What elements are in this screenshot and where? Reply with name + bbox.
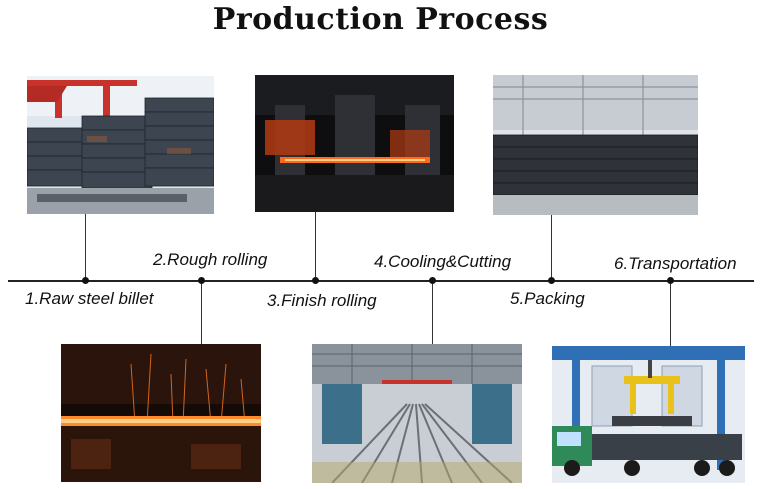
- photo-raw-steel-billet: [27, 76, 214, 214]
- timeline-dot-2: [198, 277, 205, 284]
- step-label-6: 6.Transportation: [614, 254, 737, 273]
- photo-rough-rolling: [61, 344, 261, 482]
- connector-step-6: [670, 282, 671, 346]
- photo-packing: [493, 75, 698, 215]
- photo-finish-rolling: [255, 75, 454, 212]
- timeline-dot-1: [82, 277, 89, 284]
- timeline-dot-3: [312, 277, 319, 284]
- step-label-5: 5.Packing: [510, 289, 585, 308]
- timeline-dot-5: [548, 277, 555, 284]
- step-label-1: 1.Raw steel billet: [25, 289, 154, 308]
- timeline-dot-4: [429, 277, 436, 284]
- step-label-2: 2.Rough rolling: [153, 250, 268, 269]
- connector-step-3: [315, 212, 316, 280]
- photo-cooling-cutting: [312, 344, 522, 483]
- step-label-4: 4.Cooling&Cutting: [374, 252, 512, 271]
- connector-step-1: [85, 214, 86, 280]
- connector-step-5: [551, 215, 552, 280]
- connector-step-2: [201, 282, 202, 344]
- page-title: Production Process: [212, 2, 549, 37]
- step-label-3: 3.Finish rolling: [267, 291, 377, 310]
- timeline-line: [8, 280, 754, 282]
- timeline-dot-6: [667, 277, 674, 284]
- connector-step-4: [432, 282, 433, 344]
- photo-transportation: [552, 346, 745, 483]
